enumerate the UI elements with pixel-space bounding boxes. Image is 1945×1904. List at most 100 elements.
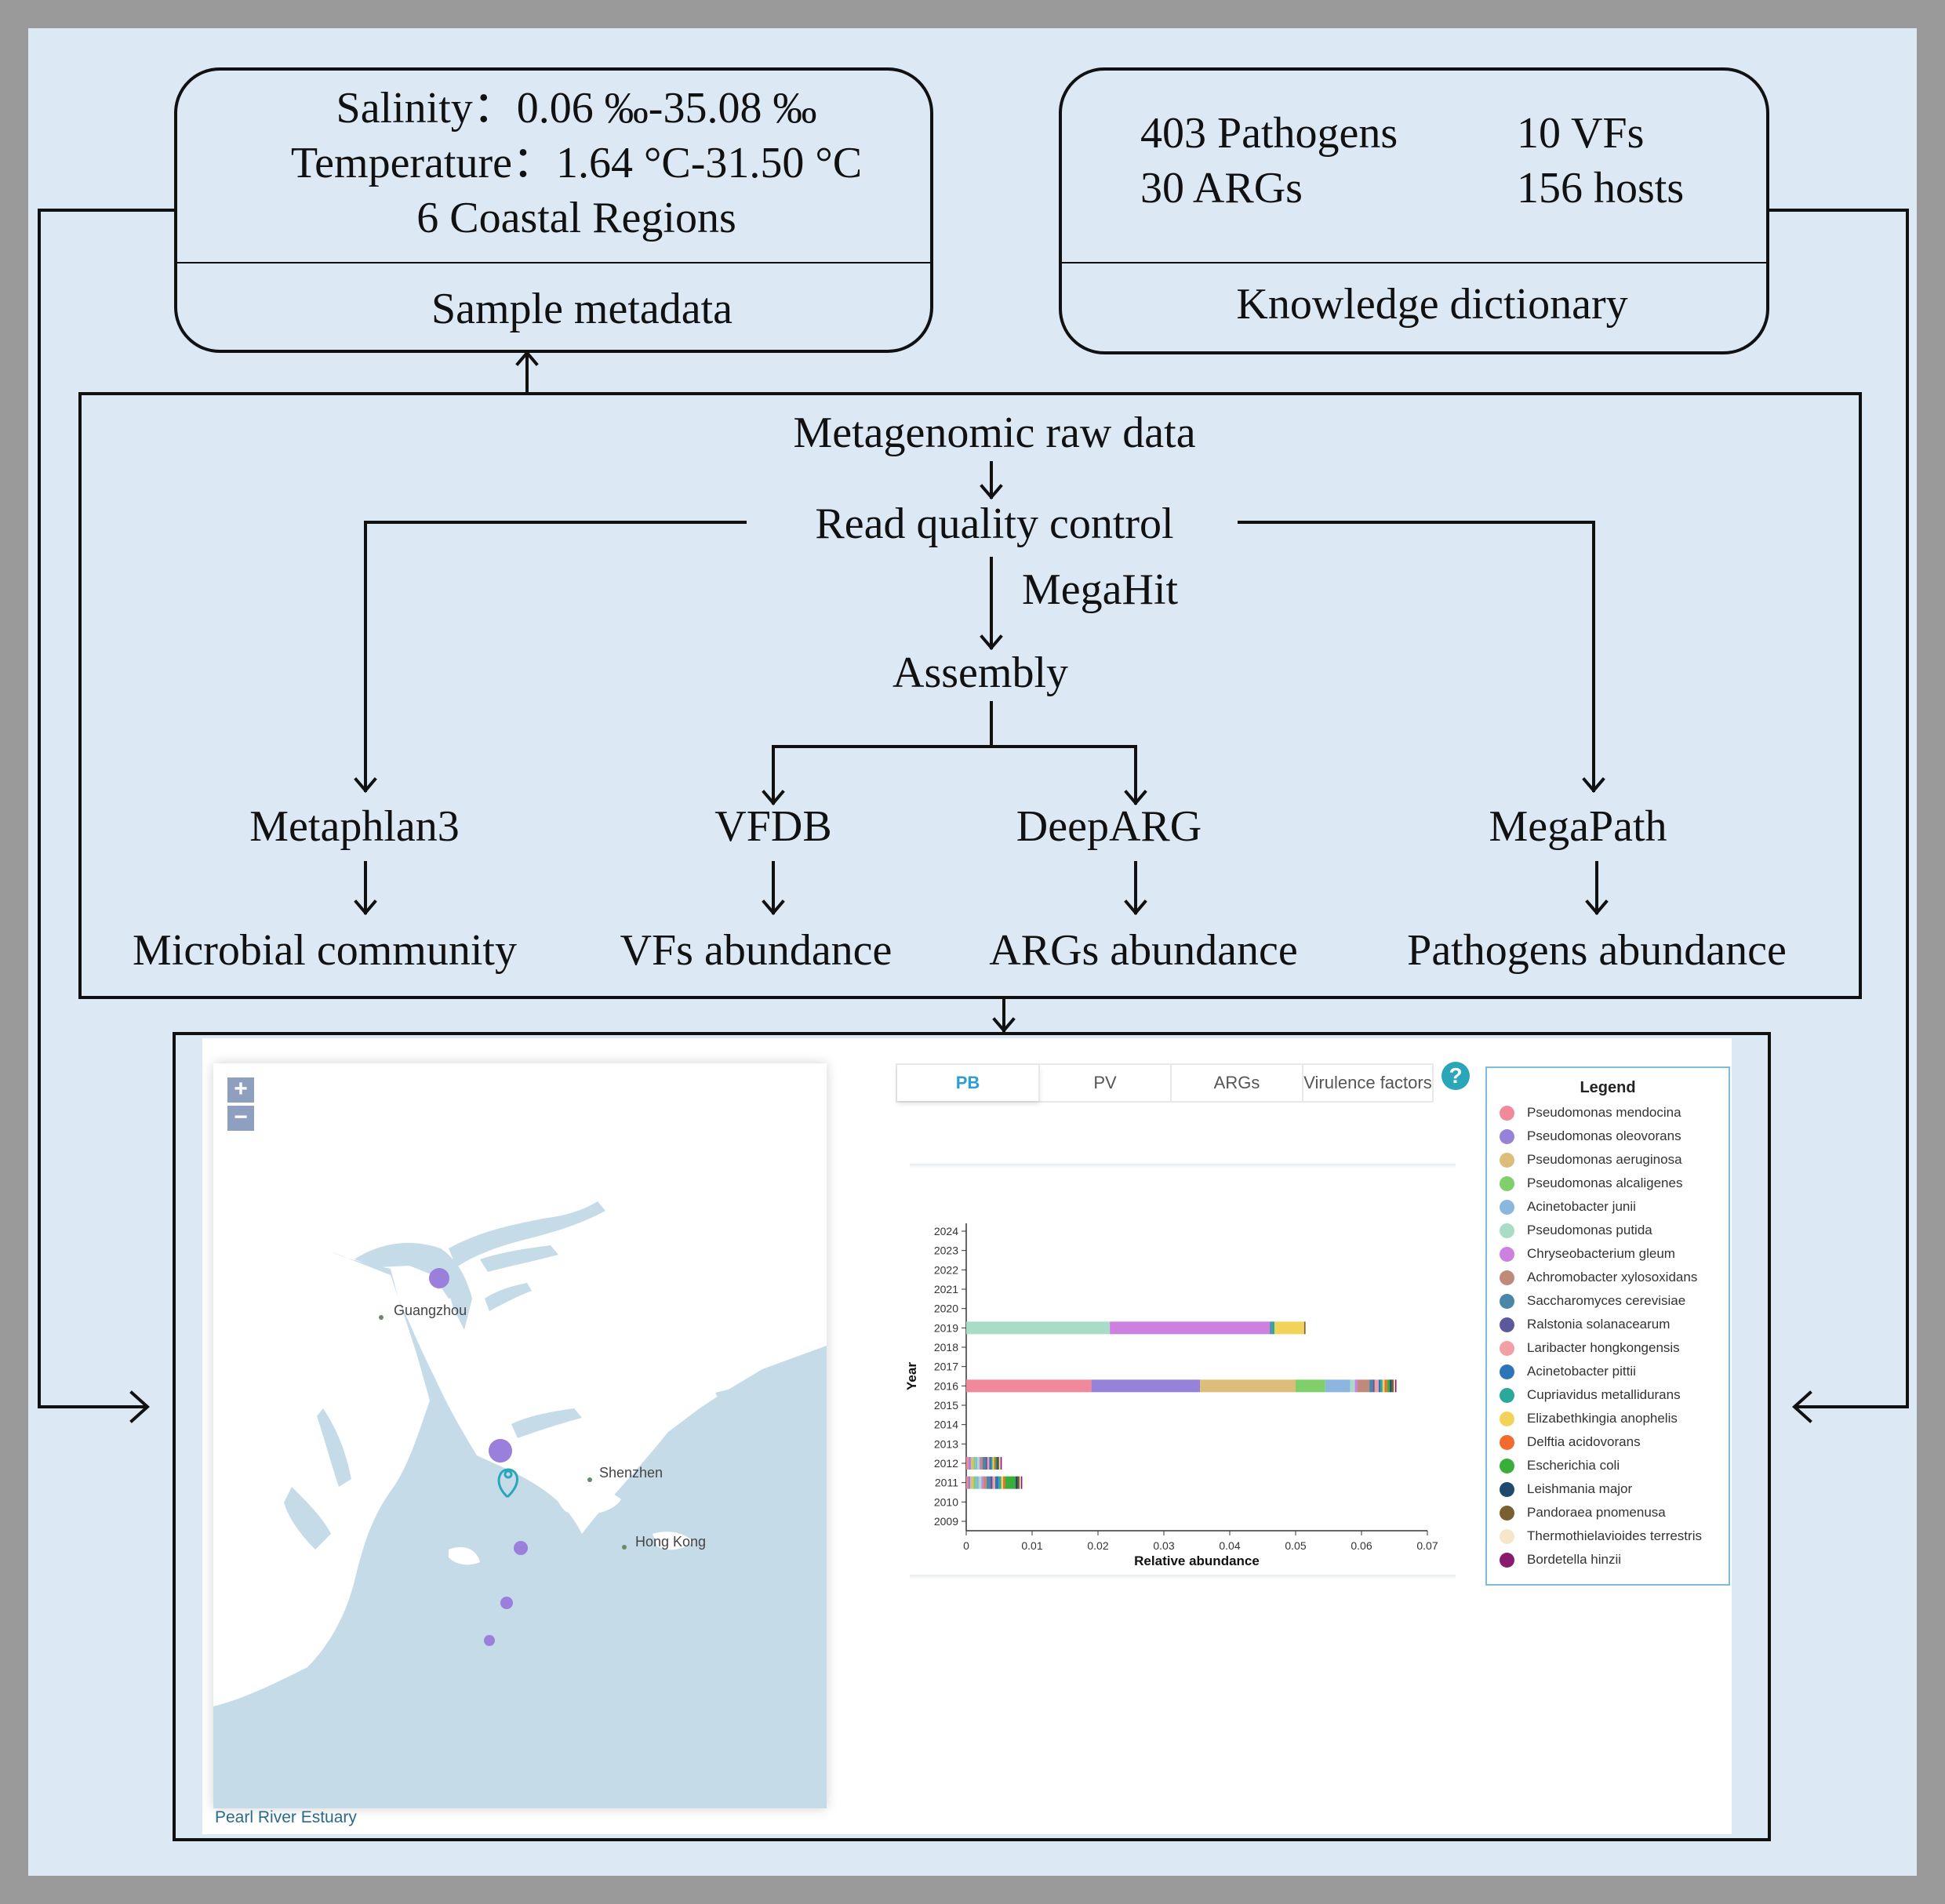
bar-segment [1374,1379,1379,1393]
y-tick-label: 2019 [934,1321,958,1334]
bar-segment [1005,1476,1016,1489]
x-tick-label: 0.02 [1087,1539,1108,1552]
legend-label: Escherichia coli [1527,1458,1620,1473]
x-tick-label: 0.04 [1219,1539,1240,1552]
legend-item[interactable]: Thermothielavioides terrestris [1500,1526,1702,1546]
bar-segment [980,1457,983,1470]
bar-segment [990,1476,993,1489]
legend-item[interactable]: Elizabethkingia anophelis [1500,1408,1678,1429]
bar-segment [1354,1379,1358,1393]
bar-segment [978,1476,982,1489]
bar-segment [1110,1321,1271,1335]
city-dots [379,1315,627,1550]
tab-pv[interactable]: PV [1040,1065,1172,1101]
vfs-count: 10 VFs [1517,109,1645,158]
legend-label: Leishmania major [1527,1481,1633,1496]
site-marker[interactable] [514,1541,528,1555]
bar-segment [970,1457,974,1470]
bar-segment [998,1476,1002,1489]
abundance-bar-chart: 2009201020112012201320142015201620172018… [904,1223,1438,1568]
map-panel[interactable]: + − Guangzhou Shenzhen Hong Kong [213,1063,827,1808]
bar-segment [1394,1379,1395,1393]
bar-segment [1271,1321,1275,1335]
bar-segment [1303,1321,1306,1335]
legend-swatch [1500,1129,1514,1145]
y-tick-label: 2010 [934,1495,958,1508]
tab-pb[interactable]: PB [897,1065,1040,1101]
bar-segment [994,1457,997,1470]
legend-item[interactable]: Pandoraea pnomenusa [1500,1502,1666,1523]
tab-args[interactable]: ARGs [1172,1065,1303,1101]
bar-segment [1200,1379,1296,1393]
zoom-in-button[interactable]: + [227,1077,254,1103]
legend-label: Pseudomonas putida [1527,1223,1652,1237]
legend-label: Pseudomonas alcaligenes [1527,1175,1683,1190]
sampling-sites[interactable] [429,1268,528,1646]
bar-segment [1350,1379,1355,1393]
legend-item[interactable]: Leishmania major [1500,1479,1632,1499]
legend-label: Pseudomonas oleovorans [1527,1128,1681,1143]
site-marker[interactable] [500,1597,513,1609]
legend-item[interactable]: Pseudomonas oleovorans [1500,1126,1681,1146]
chart-panel-top-edge [910,1164,1456,1168]
legend-swatch [1500,1317,1514,1333]
legend-item[interactable]: Pseudomonas alcaligenes [1500,1173,1682,1194]
legend-label: Saccharomyces cerevisiae [1527,1293,1686,1308]
legend-item[interactable]: Achromobacter xylosoxidans [1500,1267,1697,1288]
legend-item[interactable]: Pseudomonas putida [1500,1220,1652,1241]
legend-item[interactable]: Acinetobacter junii [1500,1197,1636,1217]
site-marker[interactable] [484,1635,495,1646]
bar-segment [970,1476,974,1489]
legend-item[interactable]: Laribacter hongkongensis [1500,1338,1680,1358]
x-tick-label: 0.01 [1021,1539,1042,1552]
bar-segment [1380,1379,1383,1393]
legend-item[interactable]: Bordetella hinzii [1500,1550,1621,1570]
bar-segment [976,1476,979,1489]
map-caption: Pearl River Estuary [215,1808,357,1826]
bar-segment [983,1476,987,1489]
knowledge-dictionary-title: Knowledge dictionary [1236,280,1628,329]
bar-segment [992,1457,994,1470]
legend-item[interactable]: Delftia acidovorans [1500,1432,1641,1452]
bar-segment [1384,1379,1387,1393]
site-marker[interactable] [489,1439,512,1463]
bar-segment [966,1457,969,1470]
bar-segment [1003,1476,1005,1489]
legend-item[interactable]: Pseudomonas aeruginosa [1500,1150,1682,1170]
legend-item[interactable]: Pseudomonas mendocina [1500,1103,1681,1123]
hosts-count: 156 hosts [1517,164,1685,213]
site-marker[interactable] [429,1268,449,1288]
bar-segment [973,1476,976,1489]
tab-virulence-factors[interactable]: Virulence factors [1303,1073,1432,1092]
legend-item[interactable]: Escherichia coli [1500,1455,1620,1476]
bar-segment [973,1457,976,1470]
zoom-out-button[interactable]: − [227,1106,254,1131]
bar-segment [1357,1379,1370,1393]
legend-label: Acinetobacter junii [1527,1199,1636,1214]
legend-item[interactable]: Cupriavidus metallidurans [1500,1385,1681,1405]
legend-item[interactable]: Ralstonia solanacearum [1500,1314,1670,1335]
assembly: Assembly [893,649,1068,697]
megahit-label: MegaHit [1022,565,1179,614]
bar-segment [1091,1379,1201,1393]
legend-label: Chryseobacterium gleum [1527,1246,1675,1261]
legend-swatch [1500,1412,1514,1427]
bar-segment [1296,1379,1325,1393]
bar-segment [1325,1379,1351,1393]
temperature-range: Temperature：1.64 °C-31.50 °C [290,139,863,187]
x-axis-title: Relative abundance [1134,1553,1260,1568]
sample-metadata-title: Sample metadata [431,285,733,333]
output-microbial-community: Microbial community [133,926,517,975]
legend-swatch [1500,1364,1514,1380]
y-tick-label: 2020 [934,1303,958,1315]
legend-item[interactable]: Chryseobacterium gleum [1500,1244,1675,1264]
bar-segment [1372,1379,1375,1393]
help-icon[interactable]: ? [1441,1062,1470,1090]
legend-item[interactable]: Acinetobacter pittii [1500,1361,1636,1382]
read-quality-control: Read quality control [815,500,1174,548]
legend-item[interactable]: Saccharomyces cerevisiae [1500,1291,1685,1311]
bar-segment [996,1457,998,1470]
y-tick-label: 2023 [934,1245,958,1257]
legend-swatch [1500,1506,1514,1521]
